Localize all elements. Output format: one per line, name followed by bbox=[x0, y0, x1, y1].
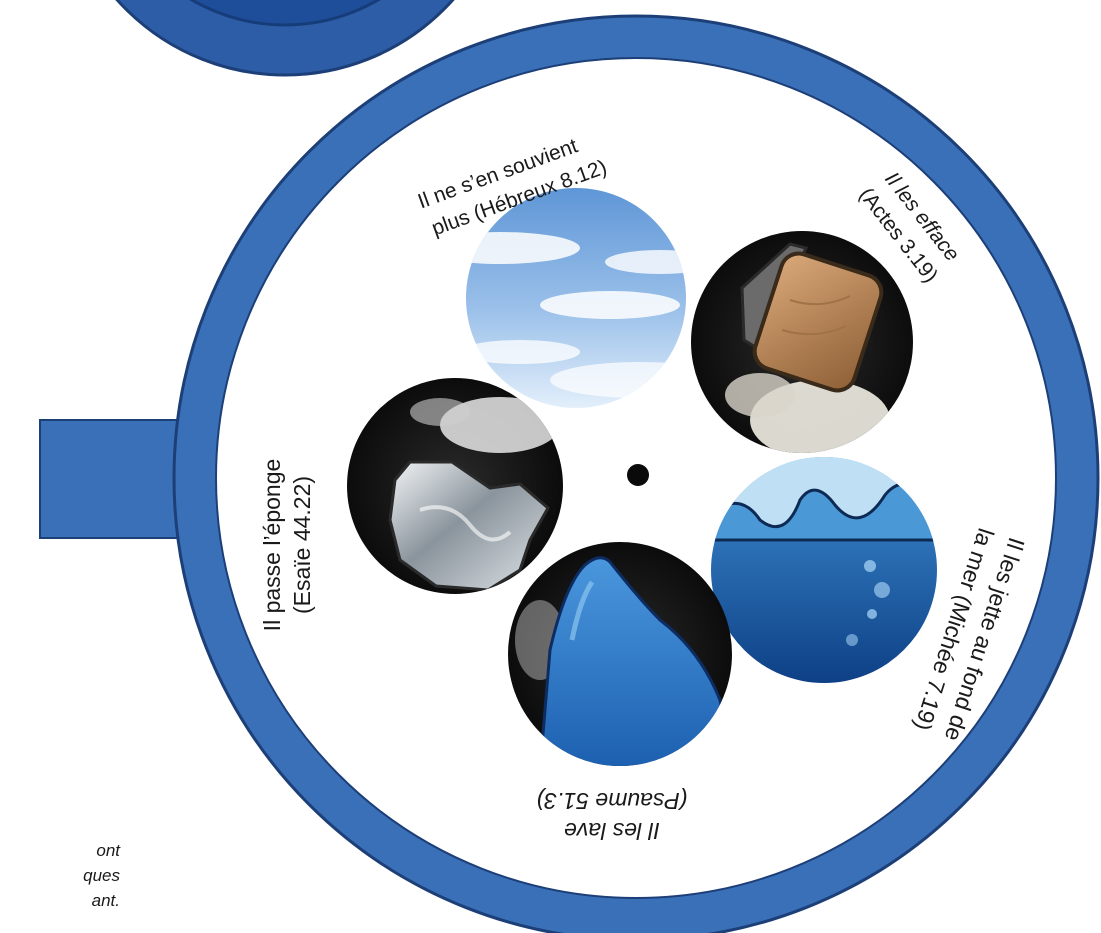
side-note-text: ont ques ant. bbox=[0, 838, 120, 913]
side-note-line: ont bbox=[0, 838, 120, 863]
label-esaie-line1: Il passe l’éponge bbox=[259, 459, 285, 632]
side-note-line: ant. bbox=[0, 888, 120, 913]
label-psaume-line2: (Psaume 51.3) bbox=[537, 788, 688, 814]
side-note-line: ques bbox=[0, 863, 120, 888]
label-psaume-line1: Il les lave bbox=[564, 818, 660, 844]
label-esaie-line2: (Esaïe 44.22) bbox=[289, 476, 315, 614]
center-hole[interactable] bbox=[627, 464, 649, 486]
